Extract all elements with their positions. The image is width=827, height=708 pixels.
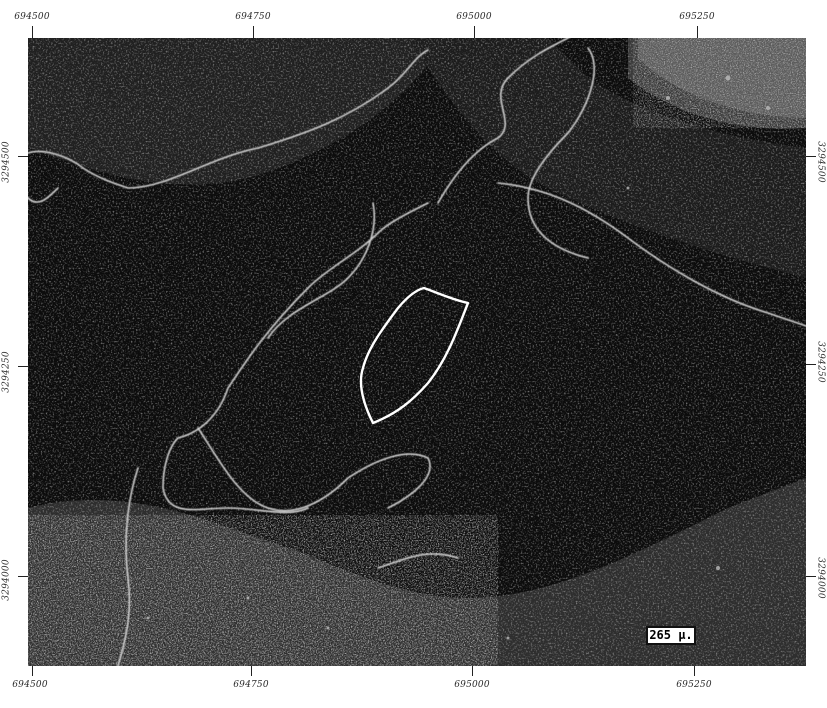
tick-mark <box>474 26 475 38</box>
top-tick-1: 694500 <box>14 12 50 22</box>
bottom-tick-4: 695250 <box>676 680 712 690</box>
tick-mark <box>697 26 698 38</box>
tick-mark <box>18 366 28 367</box>
tick-mark <box>18 156 28 157</box>
map-terrain-svg <box>28 38 806 666</box>
left-tick-3: 3294000 <box>1 559 12 601</box>
vegetation-zones <box>28 38 806 666</box>
highlighted-parcel-outline <box>359 286 470 425</box>
tick-mark <box>32 666 33 676</box>
tick-mark <box>253 26 254 38</box>
tick-mark <box>472 666 473 676</box>
speckles <box>146 75 770 640</box>
contour-lines <box>28 38 806 666</box>
bottom-tick-1: 694500 <box>12 680 48 690</box>
right-tick-1: 3294500 <box>815 141 826 183</box>
tick-mark <box>806 576 816 577</box>
satellite-map-image[interactable] <box>28 38 806 666</box>
right-tick-2: 3294250 <box>815 341 826 383</box>
tick-mark <box>18 576 28 577</box>
tick-mark <box>251 666 252 676</box>
top-tick-4: 695250 <box>679 12 715 22</box>
bottom-tick-3: 695000 <box>454 680 490 690</box>
tick-mark <box>694 666 695 676</box>
tick-mark <box>806 364 816 365</box>
tick-mark <box>32 26 33 38</box>
left-tick-2: 3294250 <box>1 351 12 393</box>
scale-bar: 265 µ. <box>646 626 696 645</box>
tick-mark <box>806 156 816 157</box>
left-tick-1: 3294500 <box>1 141 12 183</box>
bottom-tick-2: 694750 <box>233 680 269 690</box>
top-tick-2: 694750 <box>235 12 271 22</box>
right-tick-3: 3294000 <box>815 557 826 599</box>
top-tick-3: 695000 <box>456 12 492 22</box>
